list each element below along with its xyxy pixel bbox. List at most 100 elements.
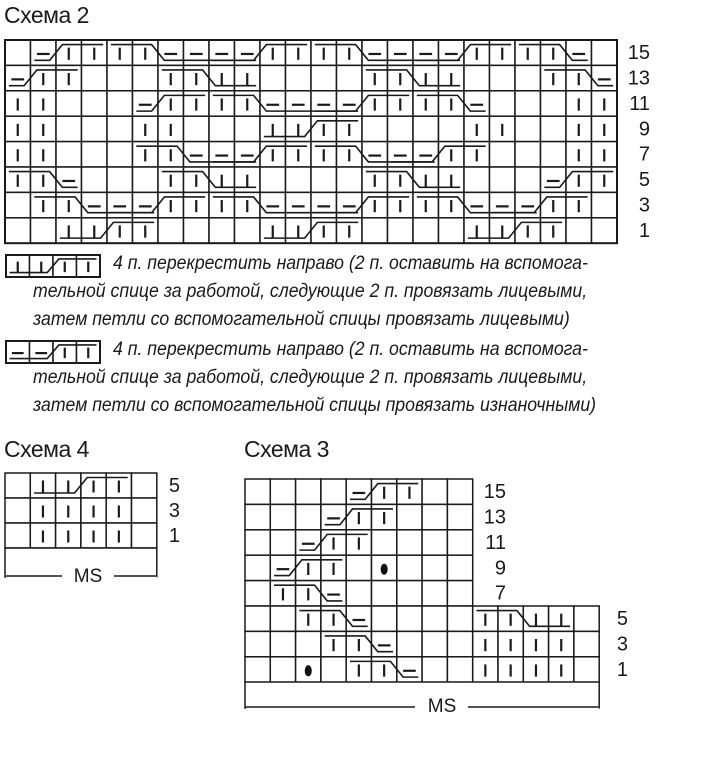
cable-cross-symbol [476,609,571,628]
schema3-cell [320,503,347,531]
schema2-cell [259,191,287,219]
legend1-symbol-chart [5,254,101,278]
schema2-cell [386,140,414,168]
schema4-cell [130,497,158,524]
schema3-row-label: 11 [485,532,506,554]
schema2-cell [259,64,287,92]
schema3-row-label: 7 [495,583,506,605]
schema3-cell [497,630,525,658]
schema2-cell [488,90,516,117]
schema3-cell [421,656,449,683]
schema2-cell [284,90,312,117]
schema2-cell [106,191,134,219]
schema2-cell [386,39,414,67]
schema3-cell [244,478,272,506]
schema2-cell [284,64,312,92]
schema2-cell [259,166,287,194]
cable-cross-symbol [274,584,343,602]
schema2-cell [131,64,159,92]
schema2-cell [310,191,338,219]
schema3-cell [446,579,474,607]
legend2-line2: тельной спице за работой, следующие 2 п.… [33,367,588,388]
schema2-cell [539,90,567,117]
schema3-cell [269,554,297,582]
schema2-cell [590,64,618,92]
schema2-cell [590,39,618,67]
schema2-cell [233,115,261,143]
schema2-cell [565,39,593,67]
schema2-cell [361,140,389,168]
cable-cross-symbol [324,635,394,653]
schema2-cell [386,217,414,244]
schema3-ms-label: MS [428,696,457,717]
cable-cross-symbol [9,258,97,274]
legend2-symbol-border [5,340,101,364]
schema2-cell [361,217,389,244]
schema2-cell [335,191,363,219]
schema3-cell [446,605,474,633]
cable-cross-symbol [544,170,614,189]
schema2-cell [4,39,32,67]
schema2-title: Схема 2 [4,2,89,28]
schema2-cell [412,115,440,143]
cable-cross-symbol [212,94,359,112]
schema3-cell [345,605,373,633]
schema3-cell [573,656,600,683]
cable-cross-symbol [518,43,588,62]
schema2-row-label: 1 [639,220,650,242]
schema2-cell [131,166,159,194]
schema3-cell [320,656,347,683]
cable-cross-symbol [391,145,486,163]
schema2-cell [335,90,363,117]
schema3-cell [320,579,347,607]
schema2-cell [335,64,363,92]
schema2-cell [182,217,210,244]
cable-cross-symbol [110,43,257,62]
schema2-cell [182,115,210,143]
cable-cross-symbol [59,221,155,239]
schema3-cell [421,554,449,582]
schema4-title: Схема 4 [4,436,89,462]
schema3-cell [421,579,449,607]
legend2-line3: затем петли со вспомогательной спицы про… [33,395,597,416]
cable-cross-symbol [212,145,308,163]
schema2-cell [157,217,185,244]
schema4-chart: 531 [4,472,180,549]
schema2-cell [539,140,567,168]
schema2-cell [106,115,134,143]
cable-cross-symbol [314,94,410,112]
cable-cross-symbol [9,344,97,360]
schema3-cell [294,503,322,531]
schema2-cell [29,39,57,67]
schema3-cell [345,579,373,607]
cable-cross-symbol [416,94,486,112]
schema2-cell [233,39,261,67]
cable-cross-symbol [212,43,308,62]
schema2-cell [488,64,516,92]
cable-cross-symbol [324,508,394,526]
schema2-row-label: 7 [639,144,650,166]
legend1-line3: затем петли со вспомогательной спицы про… [33,309,570,330]
schema2-row-label: 11 [629,93,650,115]
schema3-cell [421,630,449,658]
cable-cross-symbol [34,476,128,494]
cable-cross-symbol [161,170,257,189]
legend1-symbol-border [5,254,101,278]
schema3-cell [396,630,423,658]
bobble-symbol [304,665,312,677]
schema2-cell [259,90,287,117]
schema3-cell [269,656,297,683]
cable-cross-symbol [8,170,78,189]
cable-cross-symbol [212,196,359,214]
schema2-cell [208,140,236,168]
schema2-cell [106,90,134,117]
schema3-cell [244,656,272,683]
schema2-cell [131,90,159,117]
schema2-cell [55,115,83,143]
schema3-row-label: 15 [484,481,506,503]
schema2-cell [590,115,618,143]
schema2-cell [386,115,414,143]
schema2-border [4,39,618,245]
schema2-cell [539,115,567,143]
